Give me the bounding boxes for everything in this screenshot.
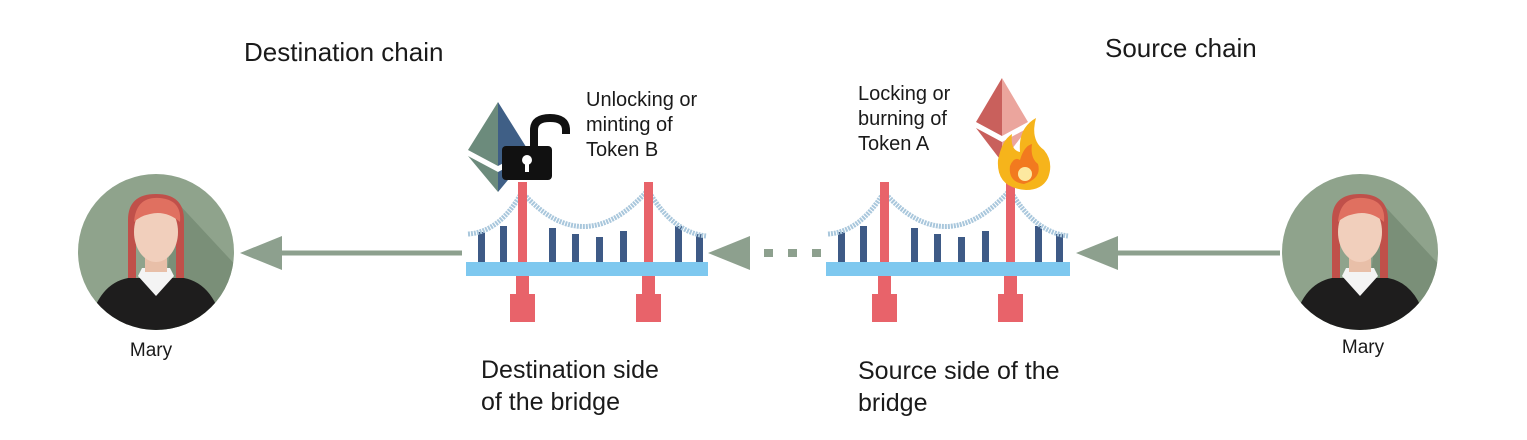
bridge-icon-source (826, 182, 1070, 322)
person-icon-source (1282, 174, 1438, 330)
person-icon-destination (78, 174, 234, 330)
source-person-name: Mary (1341, 337, 1385, 358)
padlock-unlocked-icon (502, 113, 570, 180)
arrow-from-source-user (1076, 236, 1280, 270)
destination-chain-title: Destination chain (244, 37, 444, 67)
arrow-to-destination-user (240, 236, 462, 270)
bridge-icon-destination (466, 182, 708, 322)
flame-icon (997, 118, 1051, 190)
destination-person-name: Mary (129, 340, 173, 361)
source-side-label: Source side of the bridge (858, 357, 1060, 417)
destination-side-label: Destination side of the bridge (481, 356, 659, 416)
source-chain-title: Source chain (1105, 33, 1257, 63)
arrow-between-bridge-sides (708, 236, 821, 270)
source-operation-label: Locking or burning of Token A (858, 83, 951, 155)
destination-operation-label: Unlocking or minting of Token B (586, 89, 698, 161)
